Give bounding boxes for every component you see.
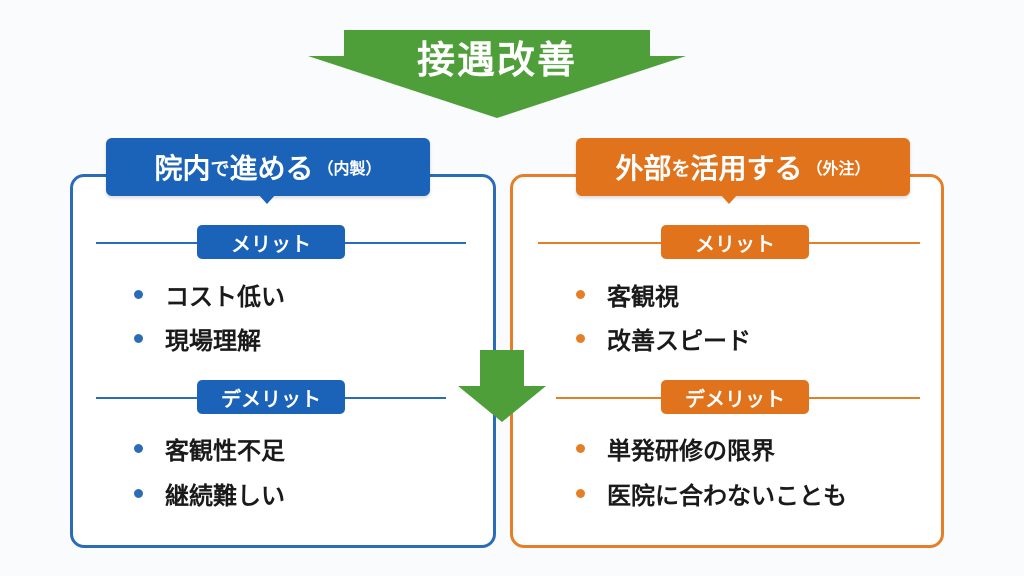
merit-label: メリット — [661, 225, 809, 259]
bullet-icon — [576, 333, 585, 343]
middle-arrow-down-icon — [458, 350, 546, 422]
item-text: コスト低い — [165, 282, 285, 311]
item-text: 継続難しい — [165, 481, 285, 510]
bullet-icon — [576, 443, 585, 453]
bullet-icon — [576, 488, 585, 498]
item-text: 客観性不足 — [165, 436, 285, 465]
bullet-icon — [134, 443, 143, 453]
merit-item: 現場理解 — [134, 322, 261, 355]
item-text: 医院に合わないことも — [607, 481, 847, 510]
item-text: 客観視 — [607, 282, 679, 311]
top-arrow-down-icon — [308, 30, 686, 118]
bullet-icon — [134, 333, 143, 343]
demerit-item: 医院に合わないことも — [576, 477, 847, 510]
demerit-label: デメリット — [661, 380, 809, 414]
outsource-title-badge: 外部 を 活用する （外注） — [576, 138, 910, 196]
demerit-item: 継続難しい — [134, 477, 285, 510]
merit-label: メリット — [197, 225, 345, 259]
merit-item: 客観視 — [576, 278, 679, 311]
item-text: 現場理解 — [165, 326, 261, 355]
merit-item: コスト低い — [134, 278, 285, 311]
merit-item: 改善スピード — [576, 322, 751, 355]
bullet-icon — [134, 488, 143, 498]
main-title: 接遇改善 — [416, 38, 577, 82]
title-part: を — [671, 157, 691, 180]
title-part: 活用する — [690, 152, 803, 185]
title-part: 進める — [229, 152, 314, 185]
demerit-label: デメリット — [197, 380, 345, 414]
title-paren: （外注） — [806, 159, 871, 178]
title-part: 院内 — [154, 152, 211, 185]
bullet-icon — [134, 289, 143, 299]
demerit-item: 客観性不足 — [134, 432, 285, 465]
title-part: 外部 — [615, 152, 672, 185]
title-part: で — [210, 157, 230, 180]
demerit-item: 単発研修の限界 — [576, 432, 775, 465]
item-text: 改善スピード — [607, 326, 751, 355]
title-paren: （内製） — [317, 159, 382, 178]
badge-pointer — [720, 194, 738, 204]
in-house-title-badge: 院内 で 進める （内製） — [106, 138, 430, 196]
item-text: 単発研修の限界 — [607, 436, 775, 465]
badge-pointer — [258, 194, 276, 204]
bullet-icon — [576, 289, 585, 299]
